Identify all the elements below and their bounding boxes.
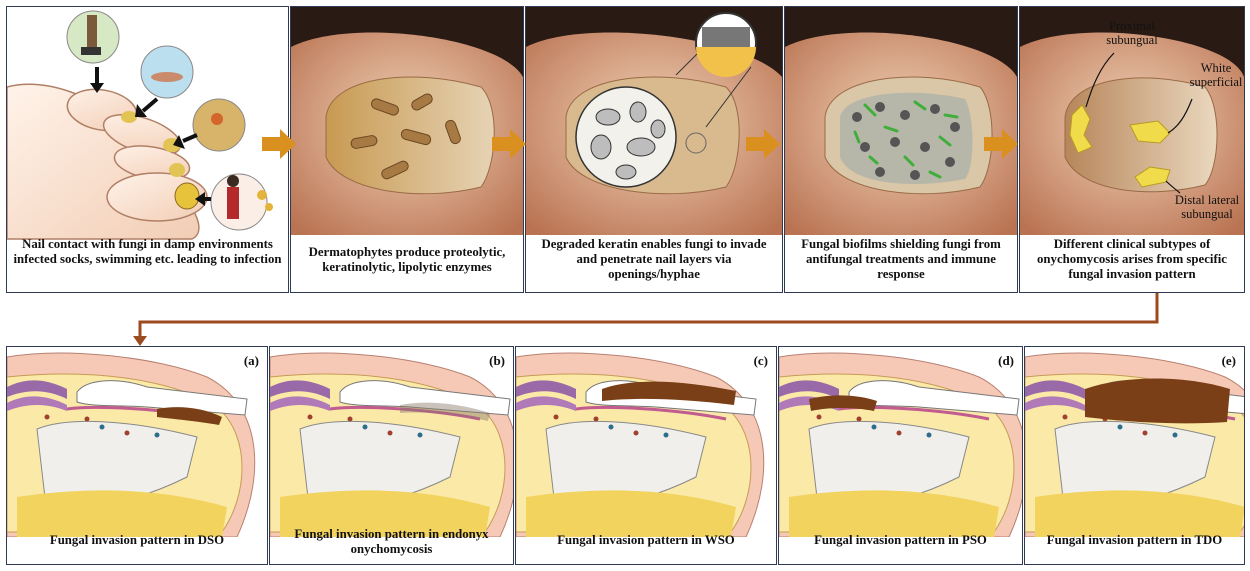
caption-endonyx: Fungal invasion pattern in endonyx onych… xyxy=(274,527,509,557)
panel-tdo: (e) Fungal invasion pattern in TDO xyxy=(1024,346,1245,565)
panel-dso: (a) Fungal invasion pattern in DSO xyxy=(6,346,268,565)
label-proximal-subungual: Proximal subungual xyxy=(1092,19,1172,47)
label-d: (d) xyxy=(998,353,1014,369)
arrow-right-1 xyxy=(262,129,296,159)
arrow-right-2 xyxy=(492,129,526,159)
caption-pso: Fungal invasion pattern in PSO xyxy=(783,533,1018,548)
panel-pso: (d) Fungal invasion pattern in PSO xyxy=(778,346,1023,565)
panel-infection-source: Nail contact with fungi in damp environm… xyxy=(6,6,289,293)
wso-anatomy xyxy=(516,347,776,537)
caption-wso: Fungal invasion pattern in WSO xyxy=(520,533,772,548)
panel-degraded-keratin: Degraded keratin enables fungi to invade… xyxy=(525,6,783,293)
panel-clinical-subtypes: Proximal subungual White superficial Dis… xyxy=(1019,6,1245,293)
caption-dso: Fungal invasion pattern in DSO xyxy=(11,533,263,548)
caption-biofilms: Fungal biofilms shielding fungi from ant… xyxy=(789,237,1013,282)
panel-wso: (c) Fungal invasion pattern in WSO xyxy=(515,346,777,565)
tdo-anatomy xyxy=(1025,347,1244,537)
panel-enzymes: Dermatophytes produce proteolytic, kerat… xyxy=(290,6,524,293)
label-b: (b) xyxy=(489,353,505,369)
label-e: (e) xyxy=(1222,353,1236,369)
caption-degraded-keratin: Degraded keratin enables fungi to invade… xyxy=(530,237,778,282)
caption-tdo: Fungal invasion pattern in TDO xyxy=(1029,533,1240,548)
label-white-superficial: White superficial xyxy=(1188,61,1244,89)
label-a: (a) xyxy=(244,353,259,369)
label-distal-lateral-subungual: Distal lateral subungual xyxy=(1170,193,1244,221)
endonyx-anatomy xyxy=(270,347,513,537)
caption-infection-source: Nail contact with fungi in damp environm… xyxy=(11,237,284,267)
pso-anatomy xyxy=(779,347,1022,537)
caption-clinical-subtypes: Different clinical subtypes of onychomyc… xyxy=(1024,237,1240,282)
arrow-right-4 xyxy=(984,129,1018,159)
panel-biofilms: Fungal biofilms shielding fungi from ant… xyxy=(784,6,1018,293)
caption-enzymes: Dermatophytes produce proteolytic, kerat… xyxy=(295,245,519,275)
label-c: (c) xyxy=(754,353,768,369)
arrow-right-3 xyxy=(746,129,780,159)
dso-anatomy xyxy=(7,347,267,537)
panel-endonyx: (b) Fungal invasion pattern in endonyx o… xyxy=(269,346,514,565)
